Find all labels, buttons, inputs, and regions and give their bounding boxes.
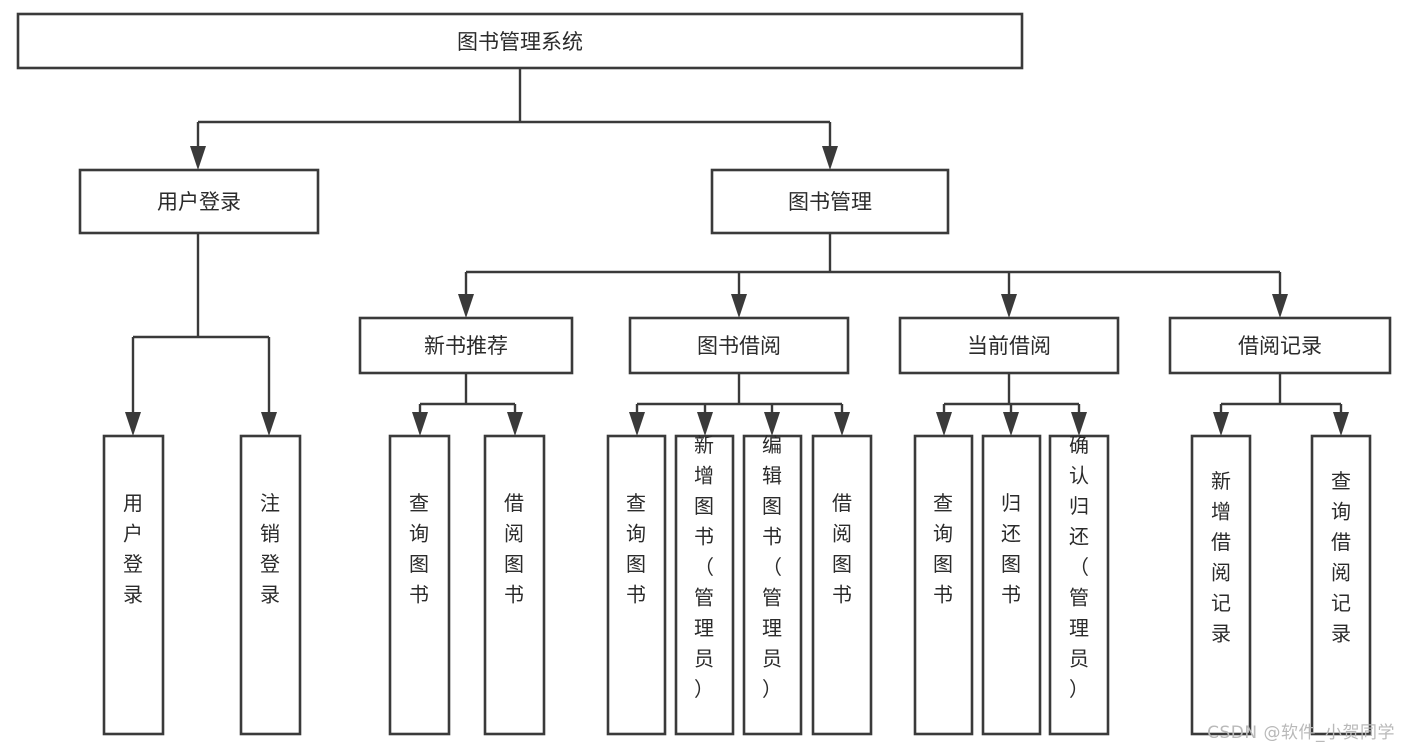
leaf-bb-add-book-label: 新增图书（管理员） — [694, 433, 714, 701]
csdn-watermark: CSDN @软件_小贺同学 — [1207, 723, 1395, 743]
arrow-newbook-leaf-1 — [507, 412, 523, 436]
leaf-bb-borrow-book-label: 借阅图书 — [832, 491, 852, 607]
leaf-node[interactable]: 确认归还（管理员） — [1048, 433, 1110, 736]
leaf-node[interactable]: 借阅图书 — [811, 434, 873, 736]
node-user-login-box[interactable] — [78, 168, 320, 235]
leaf-br-query-record-label: 查询借阅记录 — [1331, 469, 1351, 646]
arrow-borrow-leaf-0 — [629, 412, 645, 436]
arrow-bookmgmt-child-3 — [1272, 294, 1288, 318]
node-book-management-box[interactable] — [710, 168, 950, 235]
leaf-node[interactable]: 查询借阅记录 — [1310, 434, 1372, 736]
leaf-node[interactable]: 借阅图书 — [483, 434, 546, 736]
node-current-borrow[interactable]: 当前借阅 — [898, 316, 1120, 375]
leaf-node[interactable]: 注销登录 — [239, 434, 302, 736]
leaf-bb-borrow-book-box[interactable] — [811, 434, 873, 736]
leaf-nb-borrow-book-box[interactable] — [483, 434, 546, 736]
arrow-bookmgmt-child-0 — [458, 294, 474, 318]
arrow-record-leaf-1 — [1333, 412, 1349, 436]
connectors — [125, 68, 1349, 436]
leaf-node[interactable]: 查询图书 — [606, 434, 667, 736]
leaf-cb-query-book-label: 查询图书 — [933, 491, 953, 607]
leaf-bb-query-book-label: 查询图书 — [626, 491, 646, 607]
leaf-node[interactable]: 用户登录 — [102, 434, 165, 736]
leaf-nb-query-book-box[interactable] — [388, 434, 451, 736]
node-current-borrow-label: 当前借阅 — [967, 334, 1051, 358]
node-user-login-label: 用户登录 — [157, 190, 241, 214]
leaf-logout-box[interactable] — [239, 434, 302, 736]
leaf-cb-query-book-box[interactable] — [913, 434, 974, 736]
leaf-br-query-record-box[interactable] — [1310, 434, 1372, 736]
node-book-management-label: 图书管理 — [788, 190, 872, 214]
node-root-box[interactable] — [16, 12, 1024, 70]
node-new-book-recommend-label: 新书推荐 — [424, 334, 508, 358]
arrow-bookmgmt-child-2 — [1001, 294, 1017, 318]
node-book-borrow[interactable]: 图书借阅 — [628, 316, 850, 375]
leaf-bb-edit-book-box[interactable] — [742, 434, 803, 736]
leaf-bb-add-book-box[interactable] — [674, 434, 735, 736]
leaf-cb-return-book-box[interactable] — [981, 434, 1042, 736]
leaf-node[interactable]: 新增借阅记录 — [1190, 434, 1252, 736]
leaf-br-add-record-label: 新增借阅记录 — [1211, 469, 1231, 646]
arrow-current-leaf-1 — [1003, 412, 1019, 436]
leaf-br-add-record-box[interactable] — [1190, 434, 1252, 736]
leaf-node[interactable]: 编辑图书（管理员） — [742, 433, 803, 736]
leaf-cb-confirm-return-box[interactable] — [1048, 434, 1110, 736]
arrow-root-to-bookmgmt — [822, 146, 838, 170]
node-book-borrow-box[interactable] — [628, 316, 850, 375]
leaf-user-login-box[interactable] — [102, 434, 165, 736]
node-borrow-record[interactable]: 借阅记录 — [1168, 316, 1392, 375]
arrow-newbook-leaf-0 — [412, 412, 428, 436]
leaf-logout-label: 注销登录 — [260, 491, 280, 607]
node-borrow-record-box[interactable] — [1168, 316, 1392, 375]
node-root-label: 图书管理系统 — [457, 30, 583, 54]
leaf-node[interactable]: 查询图书 — [913, 434, 974, 736]
leaf-node[interactable]: 新增图书（管理员） — [674, 433, 735, 736]
node-book-borrow-label: 图书借阅 — [697, 334, 781, 358]
arrow-borrow-leaf-3 — [834, 412, 850, 436]
arrow-current-leaf-0 — [936, 412, 952, 436]
node-borrow-record-label: 借阅记录 — [1238, 334, 1322, 358]
leaf-node[interactable]: 查询图书 — [388, 434, 451, 736]
arrow-borrow-leaf-2 — [764, 412, 780, 436]
leaf-node[interactable]: 归还图书 — [981, 434, 1042, 736]
node-root[interactable]: 图书管理系统 — [16, 12, 1024, 70]
leaf-user-login-label: 用户登录 — [123, 491, 143, 607]
arrow-borrow-leaf-1 — [697, 412, 713, 436]
node-book-management[interactable]: 图书管理 — [710, 168, 950, 235]
node-user-login[interactable]: 用户登录 — [78, 168, 320, 235]
arrow-bookmgmt-child-1 — [731, 294, 747, 318]
arrow-current-leaf-2 — [1071, 412, 1087, 436]
leaf-cb-confirm-return-label: 确认归还（管理员） — [1069, 433, 1089, 701]
leaf-bb-query-book-box[interactable] — [606, 434, 667, 736]
arrow-record-leaf-0 — [1213, 412, 1229, 436]
arrow-login-leaf-0 — [125, 412, 141, 436]
leaf-nb-query-book-label: 查询图书 — [409, 491, 429, 607]
leaf-bb-edit-book-label: 编辑图书（管理员） — [762, 433, 782, 701]
node-new-book-recommend[interactable]: 新书推荐 — [358, 316, 574, 375]
leaf-nb-borrow-book-label: 借阅图书 — [504, 491, 524, 607]
arrow-login-leaf-1 — [261, 412, 277, 436]
node-new-book-recommend-box[interactable] — [358, 316, 574, 375]
leaf-cb-return-book-label: 归还图书 — [1001, 491, 1021, 607]
node-current-borrow-box[interactable] — [898, 316, 1120, 375]
arrow-root-to-login — [190, 146, 206, 170]
